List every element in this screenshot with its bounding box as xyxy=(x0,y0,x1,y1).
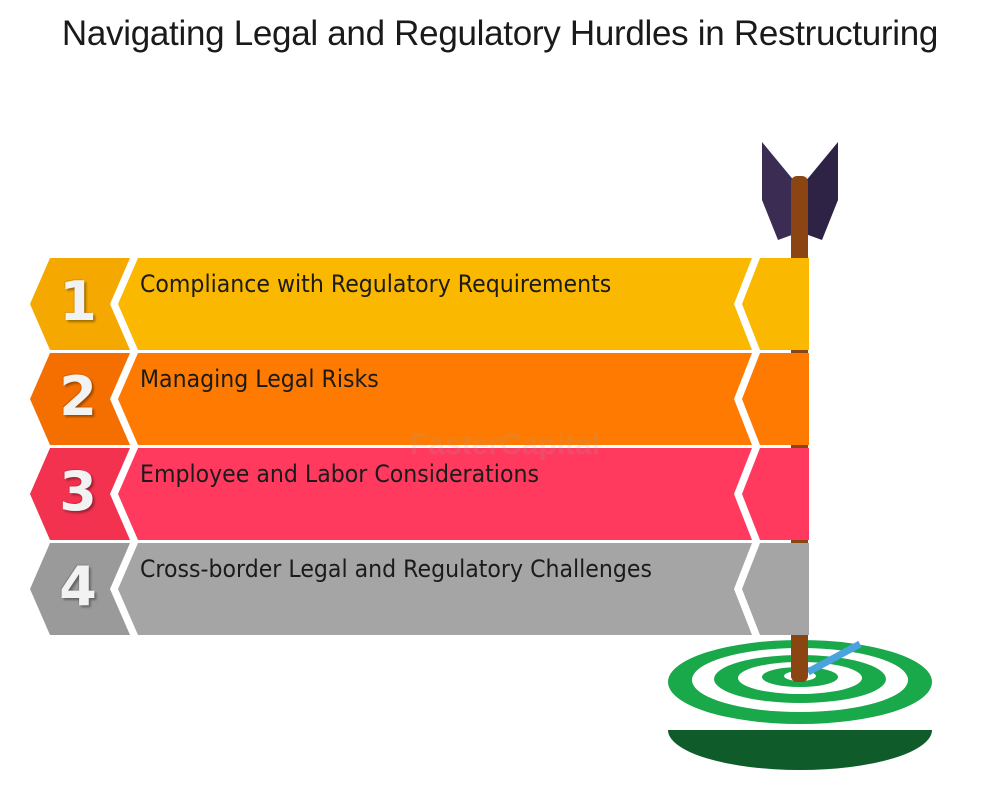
step-3-band xyxy=(30,448,809,540)
step-1-band xyxy=(30,258,809,350)
step-4-band xyxy=(30,543,809,635)
step-number-tab xyxy=(30,448,130,540)
step-ribbon xyxy=(118,353,752,445)
step-number: 1 xyxy=(59,270,97,333)
step-label: Employee and Labor Considerations xyxy=(140,460,539,488)
step-label: Managing Legal Risks xyxy=(140,365,379,393)
step-number-tab xyxy=(30,543,130,635)
step-ribbon xyxy=(118,258,752,350)
arrow-fletching-icon xyxy=(762,142,838,240)
step-number: 2 xyxy=(59,365,97,428)
step-number: 3 xyxy=(59,460,97,523)
watermark: FasterCapital xyxy=(410,428,601,461)
step-ribbon-end xyxy=(742,353,809,445)
step-2-band xyxy=(30,353,809,445)
step-ribbon-end xyxy=(742,543,809,635)
step-ribbon-end xyxy=(742,448,809,540)
step-number-tab xyxy=(30,258,130,350)
step-label: Cross-border Legal and Regulatory Challe… xyxy=(140,555,652,583)
step-number: 4 xyxy=(59,555,97,618)
step-label: Compliance with Regulatory Requirements xyxy=(140,270,612,298)
page-title: Navigating Legal and Regulatory Hurdles … xyxy=(61,14,939,53)
step-number-tab xyxy=(30,353,130,445)
step-ribbon-end xyxy=(742,258,809,350)
step-ribbon xyxy=(118,543,752,635)
step-ribbon xyxy=(118,448,752,540)
